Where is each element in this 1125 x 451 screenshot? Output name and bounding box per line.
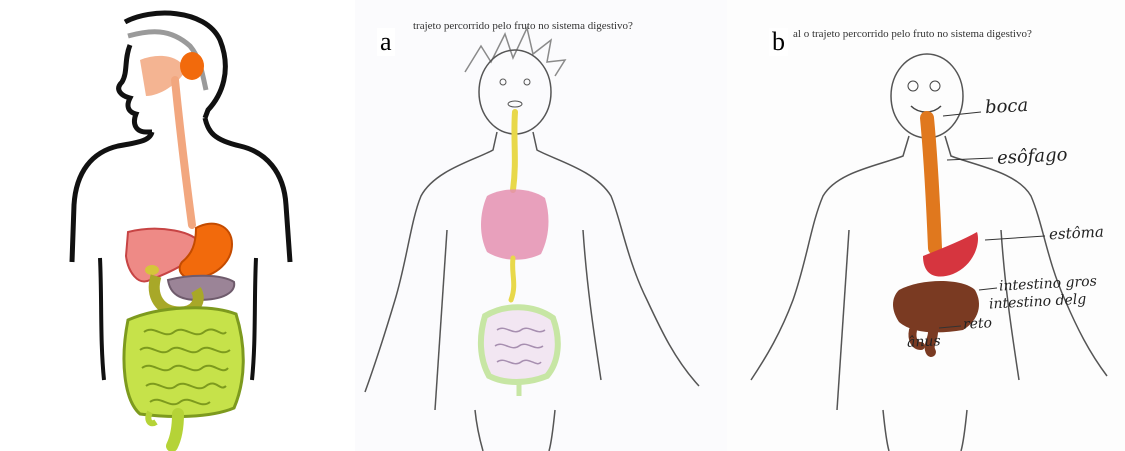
drawing-b-esophagus — [927, 118, 935, 248]
drawing-a-illustration — [355, 0, 727, 451]
drawing-a-intestine — [481, 307, 558, 382]
drawing-b-leader-esofago — [947, 158, 993, 160]
drawing-a-stomach — [481, 189, 548, 259]
reference-inner-arm-left — [100, 258, 104, 380]
drawing-a-inner-left-arm — [435, 230, 447, 410]
student-drawing-a: trajeto percorrido pelo fruto no sistema… — [355, 0, 727, 451]
drawing-a-right-leg — [549, 410, 555, 451]
drawing-b-leader-boca — [943, 112, 981, 116]
reference-esophagus — [175, 80, 192, 225]
reference-digestive-diagram — [0, 0, 355, 451]
drawing-b-leader-estomago — [985, 236, 1045, 240]
drawing-b-label-reto: reto — [963, 315, 993, 332]
drawing-b-right-leg — [961, 410, 967, 451]
drawing-a-inner-right-arm — [583, 230, 601, 380]
drawing-a-mouth — [508, 101, 522, 107]
drawing-b-label-boca: boca — [984, 95, 1028, 118]
drawing-b-leader-intestino-grosso — [979, 288, 997, 290]
reference-salivary-gland — [180, 52, 204, 80]
drawing-a-left-leg — [475, 410, 483, 451]
drawing-b-left-leg — [883, 410, 889, 451]
student-drawing-b: al o trajeto percorrido pelo fruto no si… — [727, 0, 1125, 451]
drawing-a-hair — [465, 28, 565, 76]
reference-rectum — [172, 414, 178, 446]
reference-illustration — [0, 0, 355, 451]
drawing-a-esophagus — [513, 112, 515, 190]
reference-inner-arm-right — [252, 258, 256, 380]
reference-gallbladder — [145, 265, 159, 275]
drawing-b-inner-left-arm — [837, 230, 849, 410]
drawing-b-label-estomago: estôma — [1049, 223, 1105, 244]
drawing-b-label-esofago: esôfago — [996, 144, 1067, 169]
drawing-a-small-intestine-path — [511, 258, 514, 300]
drawing-b-label-anus: ânus — [907, 333, 941, 351]
